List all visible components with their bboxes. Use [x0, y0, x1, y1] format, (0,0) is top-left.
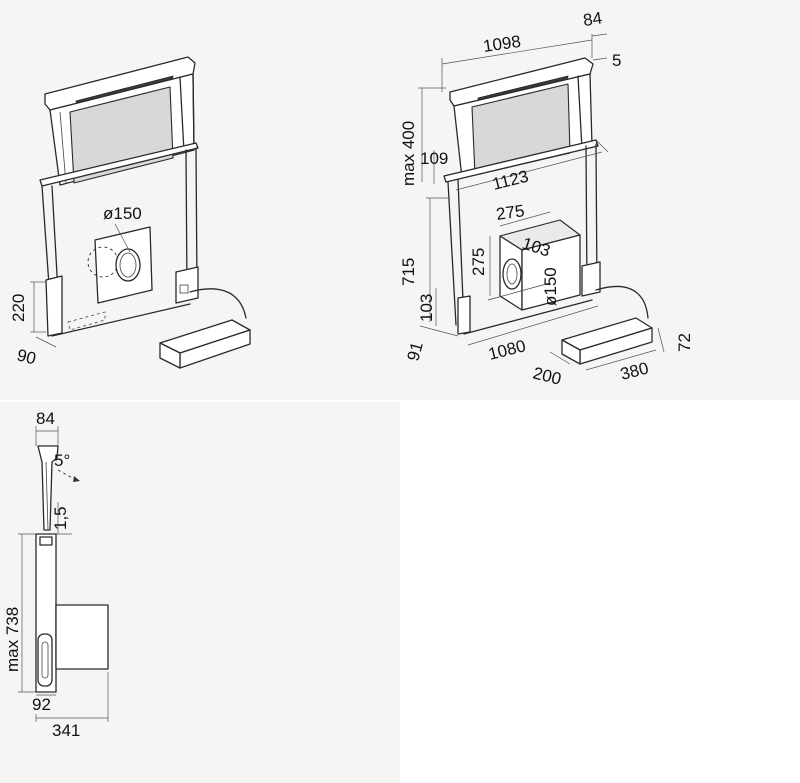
isometric-drawing: ø150 220 90 [9, 56, 251, 369]
motor-width-label: 275 [495, 201, 526, 224]
power-cable [595, 285, 649, 319]
depth-label: 90 [15, 345, 38, 368]
side-body [35, 533, 109, 693]
blank-panel [403, 402, 800, 783]
dimensioned-drawing: 1098 84 5 [399, 9, 694, 389]
control-box [561, 317, 653, 365]
feet [45, 266, 199, 337]
base-depth-label: 91 [404, 340, 427, 363]
side-view-panel: 84 5° 1,5 max 738 92 [0, 402, 400, 783]
outlet-diameter-label: ø150 [541, 267, 560, 306]
depth-top-label: 84 [582, 9, 603, 30]
box-depth-label: 200 [531, 363, 563, 388]
control-box [159, 319, 251, 369]
body-height-label: 715 [399, 258, 418, 286]
hood-frame [39, 142, 199, 329]
dimensioned-view-panel: 1098 84 5 [399, 0, 800, 400]
feet [457, 261, 601, 335]
diameter-label: ø150 [103, 204, 142, 223]
tilt-offset-label: 5 [612, 51, 621, 70]
isometric-view-panel: ø150 220 90 [0, 0, 400, 400]
max-height-label: max 738 [3, 607, 22, 672]
max-height-label: max 400 [399, 121, 418, 186]
top-depth-label: 84 [36, 409, 55, 428]
box-height-label: 72 [675, 333, 694, 352]
base-height-label: 103 [417, 294, 436, 322]
box-width-label: 380 [618, 359, 650, 384]
side-head [37, 445, 59, 531]
motor-plate [87, 223, 153, 304]
motor-height-label: 275 [469, 248, 488, 276]
base-width-label: 1080 [486, 336, 527, 364]
motor-unit [487, 219, 581, 311]
height-label: 220 [9, 294, 28, 322]
power-cable [189, 288, 247, 319]
tilt-angle-label: 5° [54, 451, 70, 470]
side-view-drawing: 84 5° 1,5 max 738 92 [3, 409, 109, 740]
gap-label: 1,5 [51, 506, 70, 530]
lip-height-label: 109 [420, 149, 448, 168]
total-depth-label: 341 [52, 721, 80, 740]
bottom-depth-label: 92 [32, 695, 51, 714]
